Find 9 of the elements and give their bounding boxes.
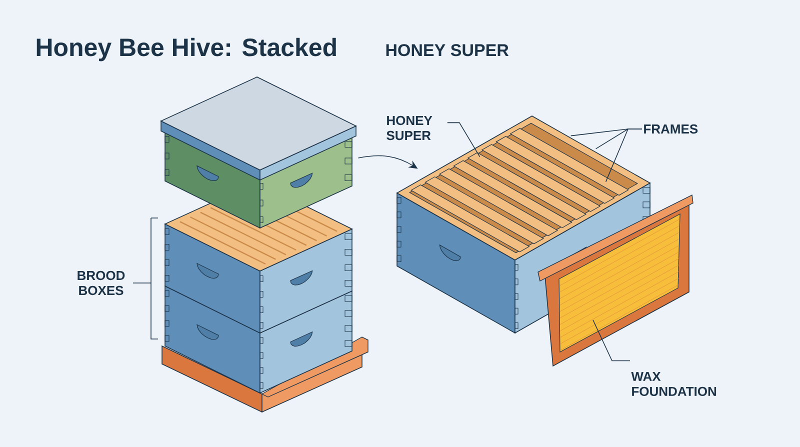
callout-label: HONEY SUPER [386,116,432,140]
callout-label: WAX FOUNDATION [631,372,716,396]
title: Honey Bee Hive: Stacked [36,38,336,62]
subtitle: HONEY SUPER [386,44,509,56]
bracket-label: BROOD BOXES [78,270,125,296]
callout-label: FRAMES [644,124,698,134]
leader-line [592,320,630,362]
leader-line [605,128,642,182]
leader-line [447,122,480,158]
